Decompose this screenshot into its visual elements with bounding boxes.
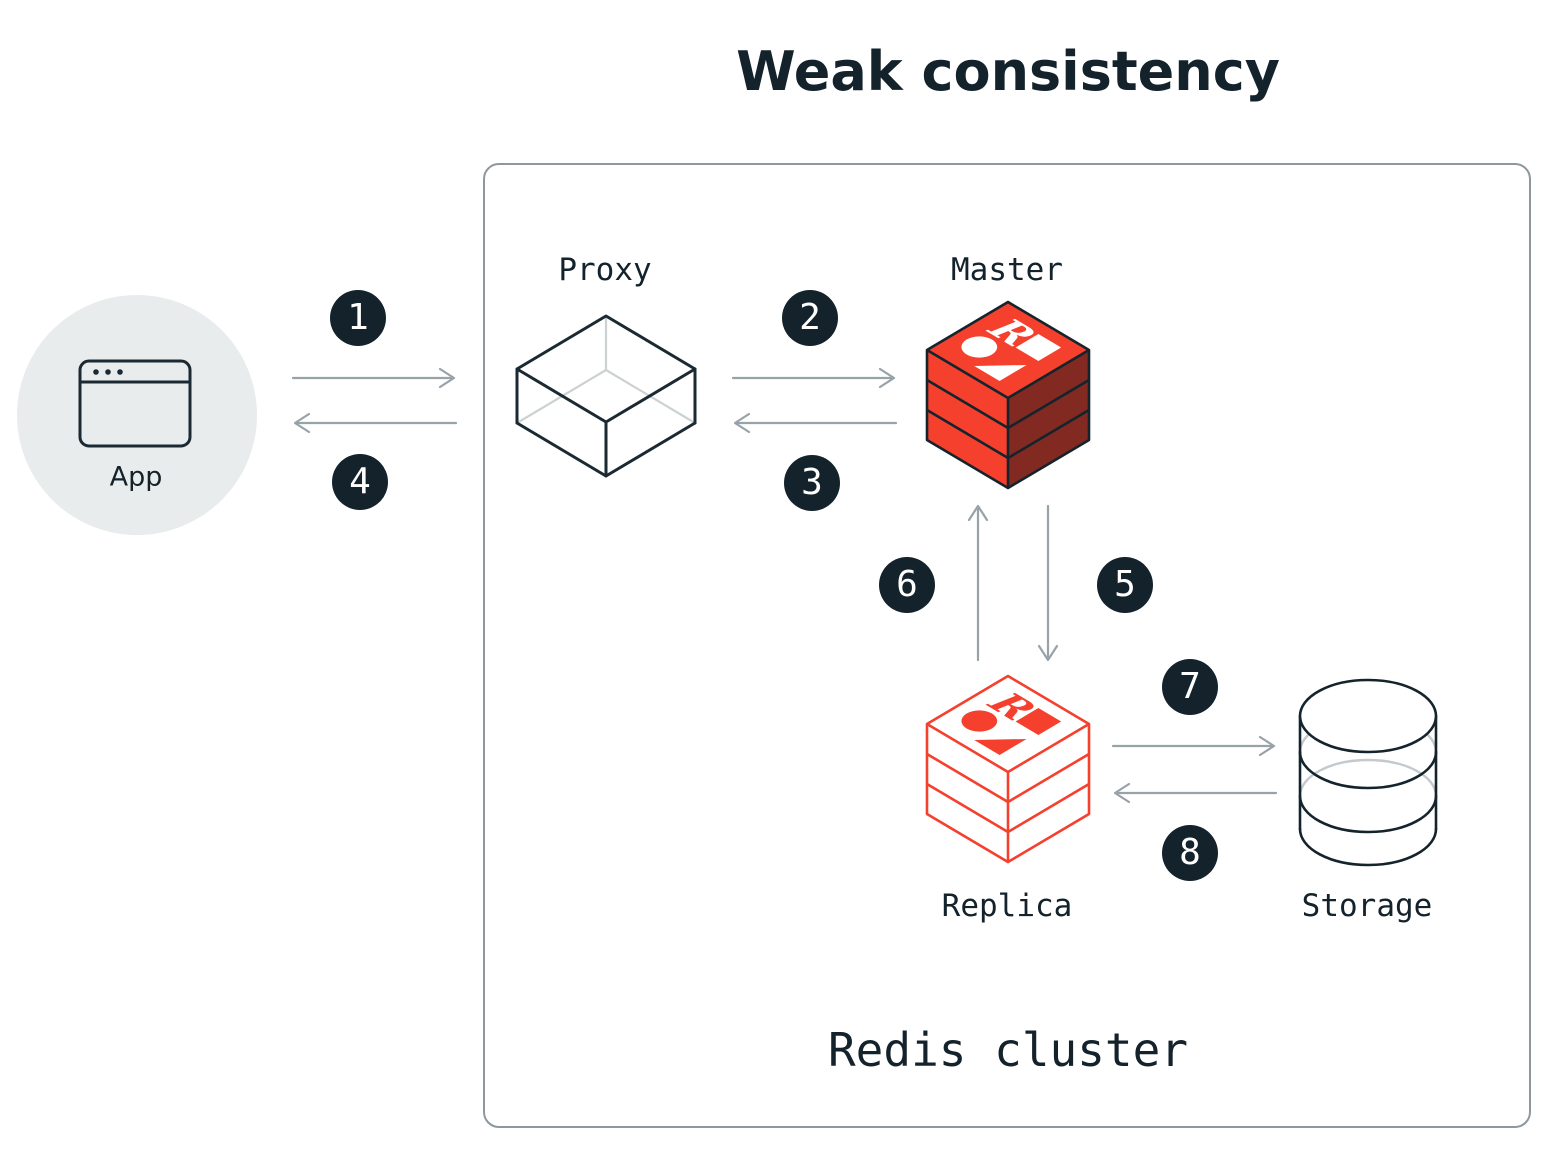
step-badge-1: 1	[330, 290, 386, 346]
step-badge-5: 5	[1097, 557, 1153, 613]
arrow-step-6	[967, 504, 989, 662]
app-label: App	[109, 461, 163, 493]
arrow-step-7	[1111, 735, 1276, 757]
replica-label: Replica	[941, 888, 1073, 924]
redis-logo-shapes: R	[961, 312, 1062, 381]
app-circle	[17, 295, 257, 535]
wireframe-box-icon	[515, 314, 697, 478]
proxy-label: Proxy	[558, 252, 652, 288]
step-badge-6: 6	[879, 557, 935, 613]
storage-label: Storage	[1301, 888, 1433, 924]
arrow-step-1	[291, 367, 456, 389]
step-badge-8: 8	[1162, 825, 1218, 881]
step-badge-2: 2	[782, 290, 838, 346]
app-node	[17, 295, 257, 535]
wireframe-hidden-edges	[515, 314, 697, 425]
database-cylinder-icon	[1298, 678, 1438, 867]
flow-arrows	[291, 367, 1278, 804]
arrow-step-2	[731, 367, 896, 389]
step-badge-3: 3	[784, 455, 840, 511]
redis-cluster-boundary	[483, 163, 1531, 1128]
cylinder-front-rims	[1298, 678, 1438, 867]
redis-cube-icon: R	[925, 300, 1091, 490]
arrow-step-5	[1037, 504, 1059, 662]
step-badge-4: 4	[332, 454, 388, 510]
page-title: Weak consistency	[736, 40, 1280, 103]
step-badge-7: 7	[1162, 659, 1218, 715]
redis-cluster-label: Redis cluster	[827, 1023, 1189, 1077]
arrow-step-3	[733, 412, 898, 434]
browser-window-icon	[78, 359, 192, 448]
redis-outline-cube-icon: R	[925, 674, 1091, 864]
arrow-step-4	[293, 412, 458, 434]
arrow-step-8	[1113, 782, 1278, 804]
wireframe-visible-edges	[515, 314, 697, 478]
master-label: Master	[951, 252, 1063, 288]
